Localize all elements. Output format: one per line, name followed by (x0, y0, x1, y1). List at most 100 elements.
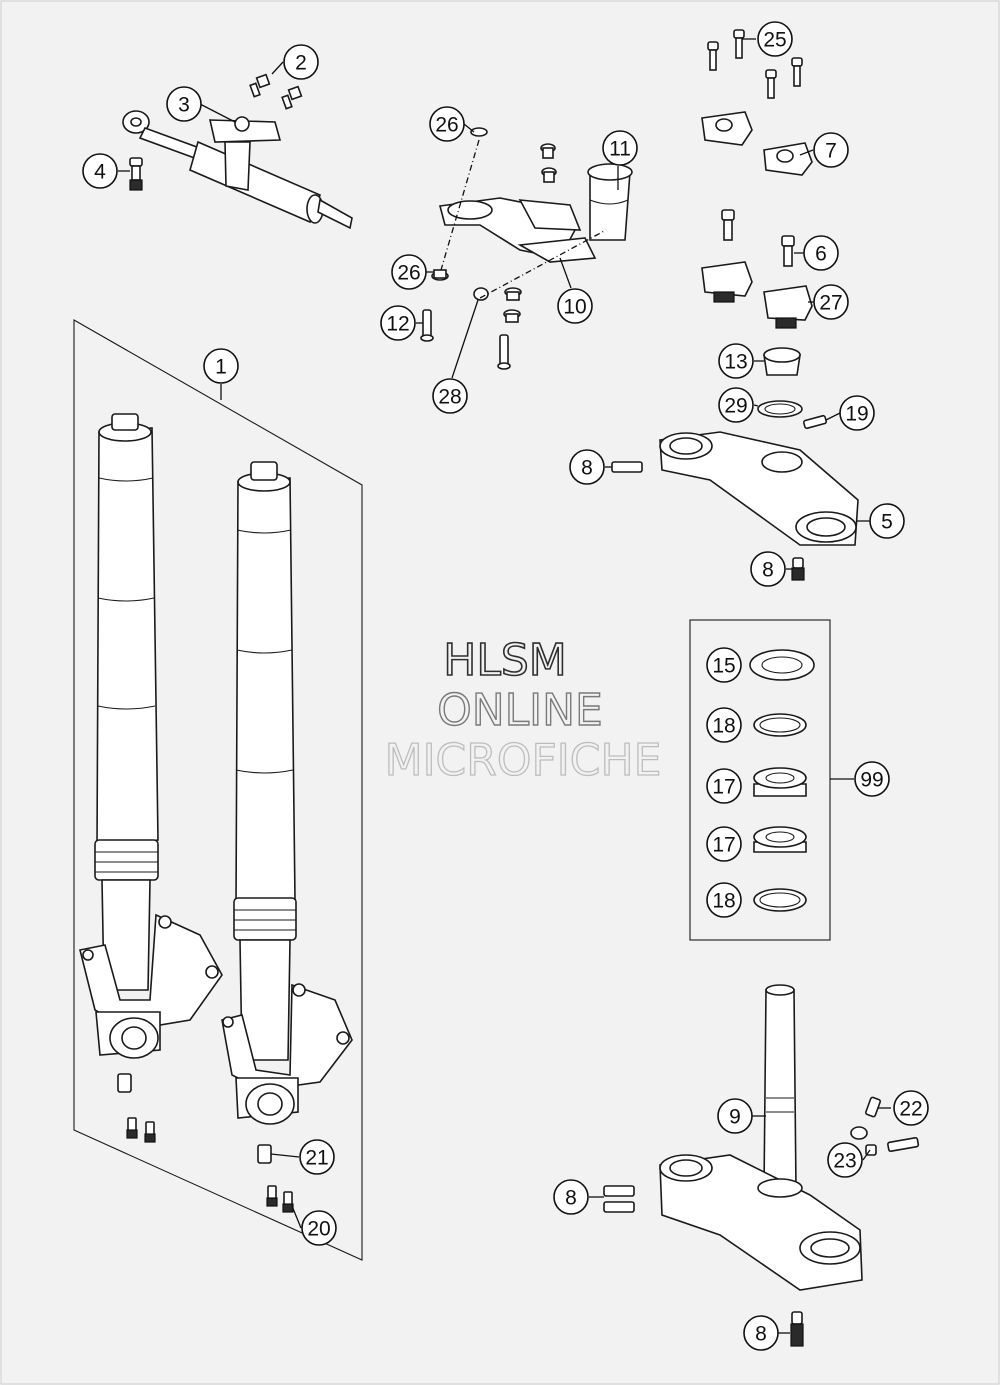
watermark-line-2: ONLINE (437, 685, 603, 736)
callout-19: 19 (839, 395, 875, 431)
callout-number: 20 (307, 1218, 330, 1241)
callout-circle (717, 1098, 753, 1134)
callout-26a: 26 (429, 106, 465, 142)
callout-circle (569, 449, 605, 485)
callout-circle (813, 284, 849, 320)
callout-circle (166, 86, 202, 122)
callout-number: 22 (899, 1098, 922, 1121)
dash-line-26 (440, 139, 480, 271)
handlebar-clamps (701, 29, 813, 329)
callout-13: 13 (718, 343, 754, 379)
callout-10: 10 (557, 288, 593, 324)
callout-number: 17 (712, 776, 735, 799)
callout-11: 11 (602, 130, 638, 166)
callout-number: 23 (833, 1150, 856, 1173)
callout-number: 11 (609, 138, 631, 161)
leader-lines (118, 38, 891, 1334)
callout-circle (743, 1315, 779, 1351)
callout-circle (827, 1142, 863, 1178)
callout-18a: 18 (706, 707, 742, 743)
callout-circle (299, 1139, 335, 1175)
callout-number: 8 (565, 1187, 577, 1210)
callout-number: 1 (215, 356, 227, 379)
watermark-line-1: HLSM (443, 635, 567, 686)
watermark: HLSM ONLINE MICROFICHE (384, 634, 662, 786)
left-fork-leg (79, 413, 223, 1059)
callout-number: 8 (762, 559, 774, 582)
callout-number: 21 (305, 1147, 328, 1170)
callout-99: 99 (854, 761, 890, 797)
damper-bolts (129, 73, 303, 191)
callout-17b: 17 (706, 826, 742, 862)
dash-line-28 (479, 229, 607, 299)
callout-circle (706, 826, 742, 862)
steering-damper (122, 110, 353, 230)
callout-circle (706, 882, 742, 918)
callout-circle (391, 254, 427, 290)
callout-8d: 8 (743, 1315, 779, 1351)
callout-circle (803, 235, 839, 271)
callout-circle (854, 761, 890, 797)
callout-15: 15 (706, 647, 742, 683)
callout-circle (553, 1179, 589, 1215)
callout-number: 17 (712, 834, 735, 857)
upper-triple-clamp (611, 347, 859, 581)
callout-23: 23 (827, 1142, 863, 1178)
callout-circle (432, 378, 468, 414)
callout-circle (839, 395, 875, 431)
callout-2: 2 (283, 44, 319, 80)
callout-circle (557, 288, 593, 324)
callout-number: 4 (94, 161, 106, 184)
bracket-small-parts (420, 127, 557, 370)
callout-29: 29 (718, 387, 754, 423)
fork-group-outline (73, 319, 363, 1261)
damper-bracket (438, 163, 633, 263)
callout-17a: 17 (706, 768, 742, 804)
callout-number: 9 (729, 1106, 741, 1129)
callout-20: 20 (301, 1210, 337, 1246)
callout-8b: 8 (750, 551, 786, 587)
callout-circle (813, 132, 849, 168)
callout-circle (869, 503, 905, 539)
callout-8c: 8 (553, 1179, 589, 1215)
callout-number: 19 (845, 403, 868, 426)
callout-number: 25 (763, 29, 786, 52)
callout-26b: 26 (391, 254, 427, 290)
callout-number: 99 (860, 769, 883, 792)
callout-number: 6 (815, 243, 827, 266)
callout-number: 26 (435, 114, 458, 137)
bearing-kit-parts (749, 649, 815, 912)
callout-7: 7 (813, 132, 849, 168)
callout-number: 12 (386, 313, 409, 336)
callout-number: 15 (712, 655, 735, 678)
callout-number: 7 (825, 140, 837, 163)
callout-number: 27 (819, 292, 842, 315)
callout-circle (283, 44, 319, 80)
callout-number: 18 (712, 715, 735, 738)
callout-number: 18 (712, 890, 735, 913)
callout-number: 8 (755, 1323, 767, 1346)
callout-18b: 18 (706, 882, 742, 918)
callout-25: 25 (757, 21, 793, 57)
callout-circle (750, 551, 786, 587)
watermark-line-3: MICROFICHE (385, 735, 662, 786)
callout-circle (82, 153, 118, 189)
callout-circle (203, 348, 239, 384)
callout-circle (380, 305, 416, 341)
callout-6: 6 (803, 235, 839, 271)
callout-1: 1 (203, 348, 239, 384)
callout-number: 29 (724, 395, 747, 418)
callout-circle (602, 130, 638, 166)
callout-circle (301, 1210, 337, 1246)
callout-number: 8 (581, 457, 593, 480)
callout-27: 27 (813, 284, 849, 320)
callout-circle (718, 387, 754, 423)
callout-5: 5 (869, 503, 905, 539)
callout-8a: 8 (569, 449, 605, 485)
callout-circle (706, 768, 742, 804)
callout-number: 13 (724, 351, 747, 374)
callout-28: 28 (432, 378, 468, 414)
callout-3: 3 (166, 86, 202, 122)
